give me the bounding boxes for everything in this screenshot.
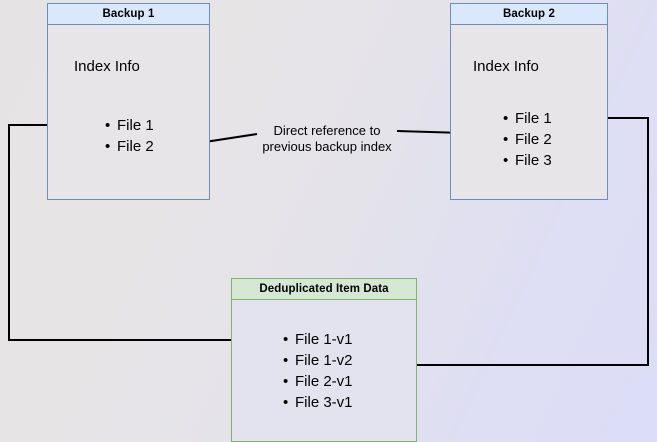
edge-label-line-2: previous backup index	[262, 139, 392, 154]
list-item: File 1-v1	[283, 329, 352, 350]
edge-label-line-1: Direct reference to	[273, 123, 381, 138]
list-item: File 1	[105, 115, 154, 136]
list-item: File 2	[105, 136, 154, 157]
backup-1-file-list: File 1 File 2	[101, 115, 154, 157]
node-backup-1[interactable]: Backup 1 Index Info File 1 File 2	[47, 3, 210, 200]
backup-2-index-info-label: Index Info	[473, 58, 539, 75]
list-item: File 2	[503, 129, 552, 150]
list-item: File 1	[503, 108, 552, 129]
list-item: File 2-v1	[283, 371, 352, 392]
list-item: File 1-v2	[283, 350, 352, 371]
deduplicated-file-list: File 1-v1 File 1-v2 File 2-v1 File 3-v1	[279, 329, 352, 413]
node-backup-2[interactable]: Backup 2 Index Info File 1 File 2 File 3	[450, 3, 608, 200]
edge-label-direct-reference: Direct reference to previous backup inde…	[249, 123, 405, 155]
node-deduplicated-item-data-body: File 1-v1 File 1-v2 File 2-v1 File 3-v1	[232, 300, 416, 441]
backup-2-file-list: File 1 File 2 File 3	[499, 108, 552, 171]
node-backup-2-header: Backup 2	[451, 4, 607, 25]
list-item: File 3	[503, 150, 552, 171]
node-deduplicated-item-data-header: Deduplicated Item Data	[232, 279, 416, 300]
node-backup-2-body: Index Info File 1 File 2 File 3	[451, 25, 607, 199]
list-item: File 3-v1	[283, 392, 352, 413]
node-deduplicated-item-data[interactable]: Deduplicated Item Data File 1-v1 File 1-…	[231, 278, 417, 442]
backup-1-index-info-label: Index Info	[74, 58, 140, 75]
node-backup-1-body: Index Info File 1 File 2	[48, 25, 209, 199]
node-backup-1-header: Backup 1	[48, 4, 209, 25]
